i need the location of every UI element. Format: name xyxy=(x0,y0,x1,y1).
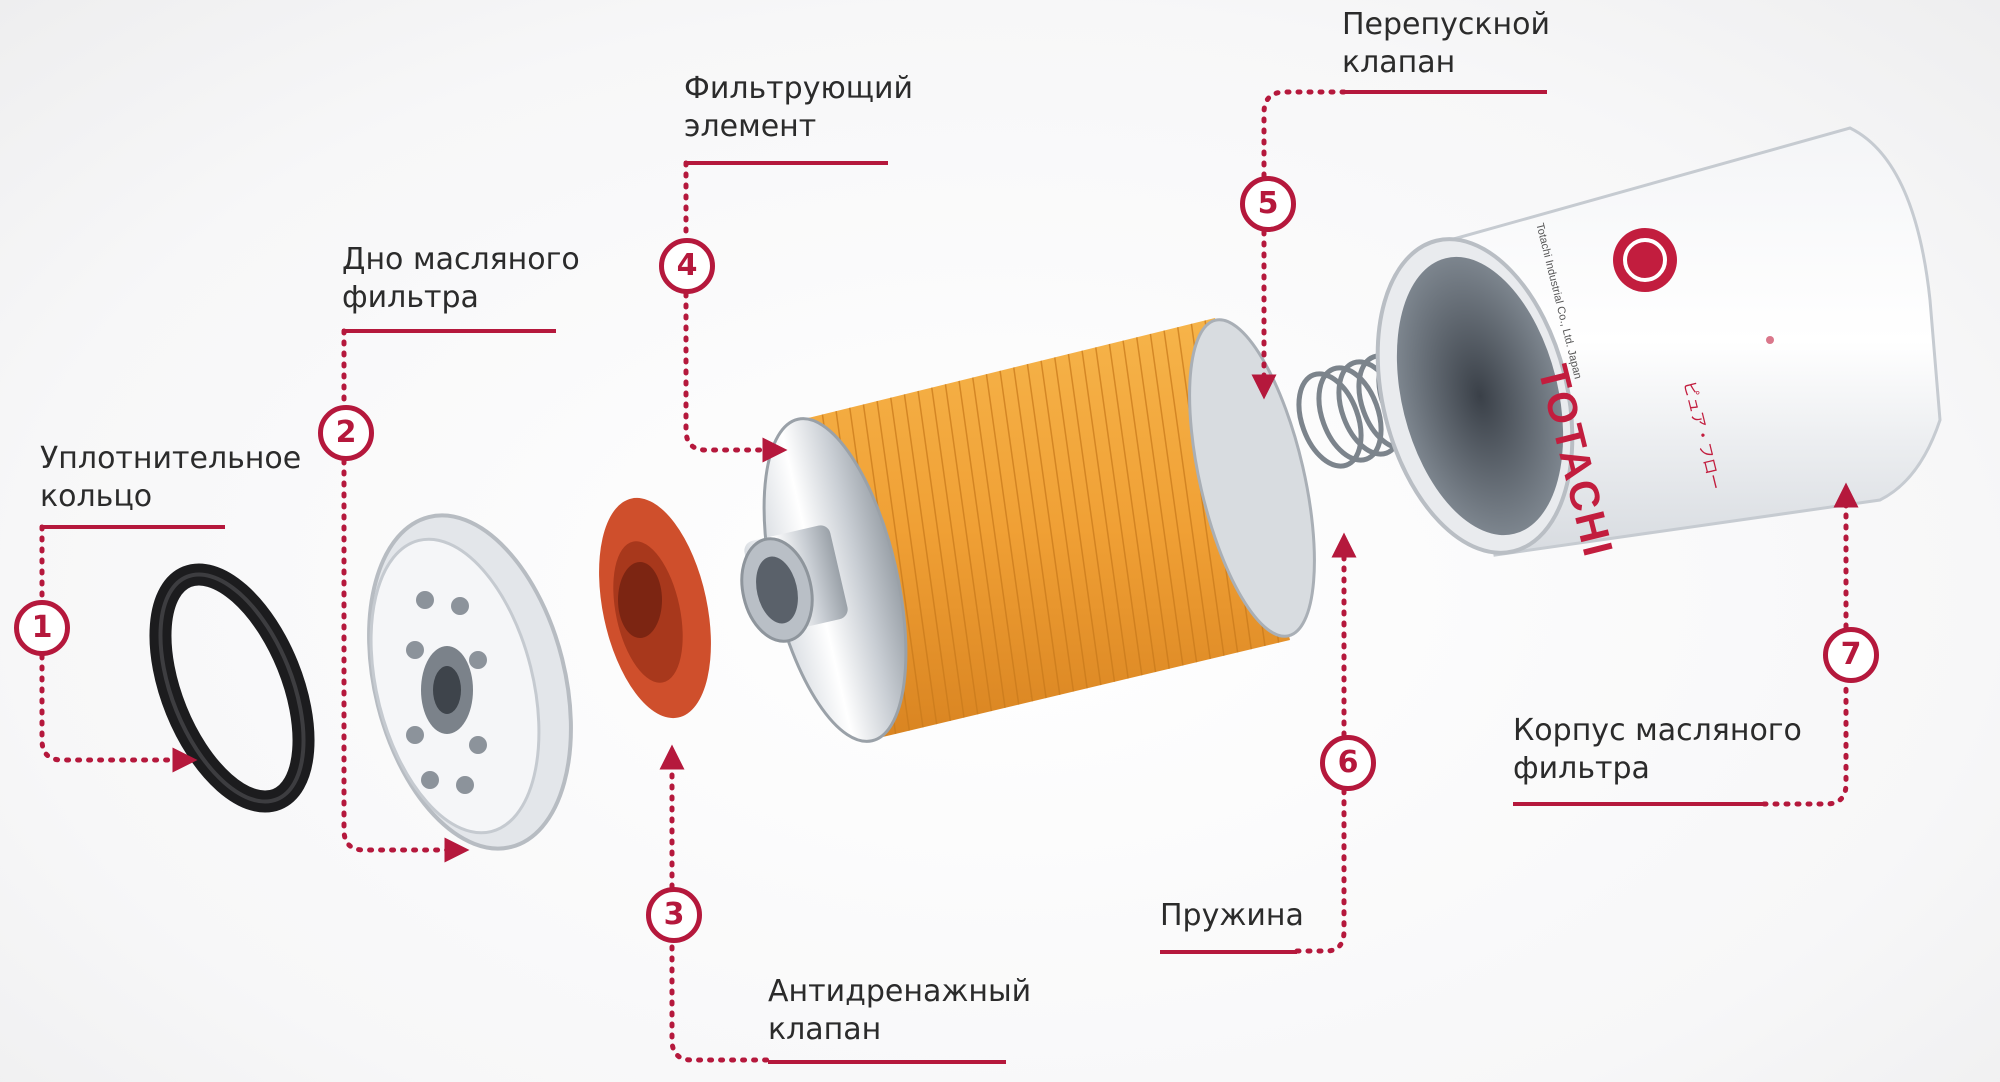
label-line: Пружина xyxy=(1160,898,1304,933)
leader-line xyxy=(672,752,771,1063)
badge-2: 2 xyxy=(318,405,374,461)
leader-line xyxy=(683,160,780,450)
label-line: Дно масляного xyxy=(342,242,580,277)
filter-base-plate xyxy=(367,513,573,851)
badge-7: 7 xyxy=(1823,627,1879,683)
label-bypass-valve: Перепускной клапан xyxy=(1342,6,1550,82)
label-filter-housing: Корпус масляного фильтра xyxy=(1513,712,1802,788)
label-line: клапан xyxy=(1342,45,1456,80)
badge-6: 6 xyxy=(1320,735,1376,791)
label-line: Перепускной xyxy=(1342,7,1550,42)
badge-5: 5 xyxy=(1240,176,1296,232)
label-underline xyxy=(342,329,556,333)
label-line: элемент xyxy=(684,109,817,144)
badge-4: 4 xyxy=(659,238,715,294)
label-underline xyxy=(1513,802,1763,806)
filter-housing xyxy=(1375,126,1942,557)
leader-line xyxy=(341,328,462,850)
badge-1: 1 xyxy=(14,600,70,656)
leader-line xyxy=(39,524,190,760)
leader-line xyxy=(1761,490,1846,807)
label-underline xyxy=(1160,950,1297,954)
label-line: Корпус масляного xyxy=(1513,713,1802,748)
leader-line xyxy=(1294,540,1344,954)
label-spring: Пружина xyxy=(1160,897,1304,935)
label-line: Уплотнительное xyxy=(40,441,302,476)
label-filter-base: Дно масляного фильтра xyxy=(342,241,580,317)
label-anti-drain-valve: Антидренажный клапан xyxy=(768,973,1031,1049)
label-line: Фильтрующий xyxy=(684,71,913,106)
label-filter-element: Фильтрующий элемент xyxy=(684,70,913,146)
label-line: кольцо xyxy=(40,479,153,514)
label-line: клапан xyxy=(768,1012,882,1047)
label-line: фильтра xyxy=(342,280,479,315)
badge-3: 3 xyxy=(646,887,702,943)
label-sealing-ring: Уплотнительное кольцо xyxy=(40,440,301,516)
filter-element xyxy=(740,318,1316,743)
sealing-ring xyxy=(149,563,315,813)
label-underline xyxy=(40,525,225,529)
leader-line xyxy=(1264,89,1347,392)
label-underline xyxy=(768,1060,1006,1064)
label-underline xyxy=(1342,90,1547,94)
anti-drain-valve xyxy=(599,497,711,719)
label-underline xyxy=(684,161,888,165)
label-line: фильтра xyxy=(1513,751,1650,786)
label-line: Антидренажный xyxy=(768,974,1032,1009)
